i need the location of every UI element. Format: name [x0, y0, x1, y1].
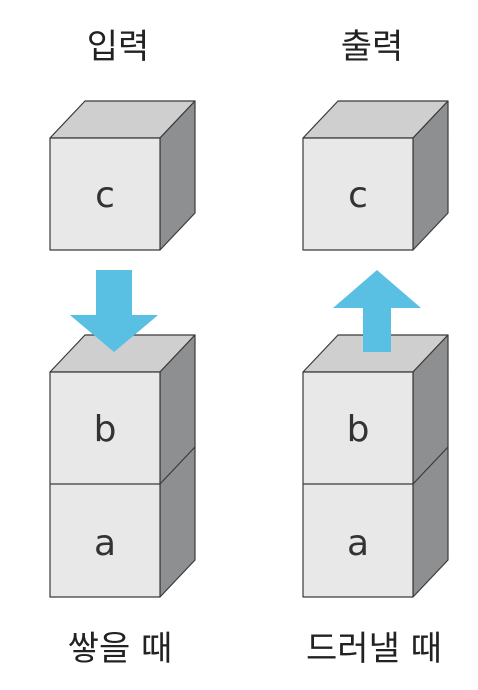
push-incoming-cube: c — [49, 100, 196, 251]
push-panel: 입력 c b a 쌓을 때 — [49, 27, 196, 669]
push-incoming-letter: c — [95, 175, 115, 216]
block-divider-side — [412, 446, 449, 485]
push-stack-letter-1: a — [94, 523, 116, 564]
cube-front-face — [49, 137, 161, 251]
pop-stack: b a — [302, 334, 449, 598]
pop-outgoing-cube: c — [302, 100, 449, 251]
pop-top-label: 출력 — [341, 27, 404, 67]
pop-stack-letter-0: b — [347, 409, 370, 450]
pop-stack-letter-1: a — [347, 523, 369, 564]
block-divider-side — [159, 446, 196, 485]
pop-panel: 출력 c b a 드러낼 때 — [302, 27, 449, 669]
cube-front-face — [302, 137, 414, 251]
pop-bottom-label: 드러낼 때 — [306, 629, 442, 669]
push-stack-letter-0: b — [94, 409, 117, 450]
pop-up-arrow — [333, 270, 421, 352]
pop-outgoing-letter: c — [348, 175, 368, 216]
push-stack: b a — [49, 315, 196, 598]
push-bottom-label: 쌓을 때 — [68, 629, 173, 669]
push-arrow-tip — [70, 315, 158, 352]
push-top-label: 입력 — [87, 27, 150, 67]
